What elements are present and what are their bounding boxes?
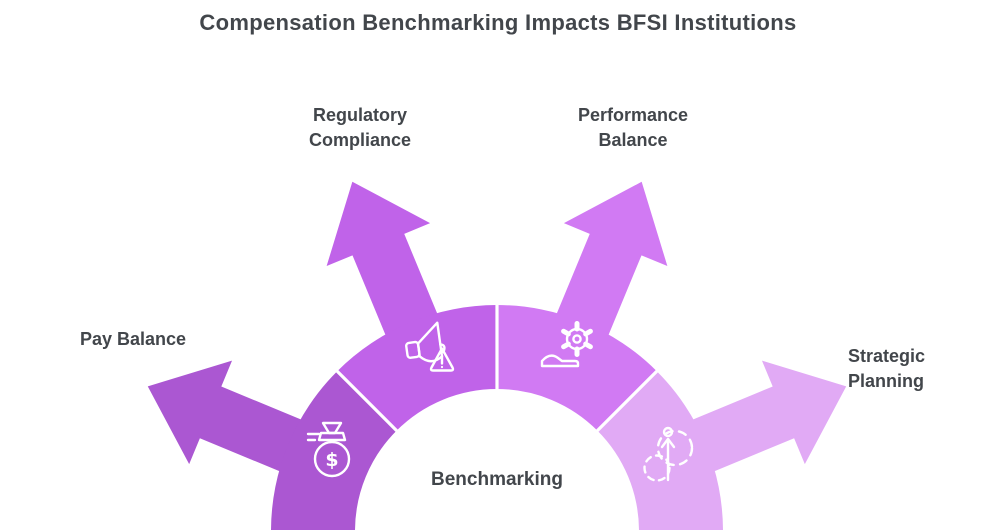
megaphone-warning-icon	[405, 321, 455, 372]
page-title: Compensation Benchmarking Impacts BFSI I…	[199, 10, 797, 35]
divider-45	[592, 366, 662, 436]
performance-balance-label: Performance Balance	[577, 105, 689, 150]
dollar-symbol: $	[325, 449, 338, 471]
regulatory-compliance-label: Regulatory Compliance	[308, 105, 412, 150]
divider-135	[332, 366, 402, 436]
arc-segments	[271, 305, 723, 530]
strategic-planning-label: Strategic Planning	[848, 346, 926, 391]
benchmarking-label: Benchmarking	[431, 469, 563, 490]
segment-dividers	[332, 298, 662, 436]
strategic-planning-segment	[597, 371, 723, 530]
pay-balance-segment	[271, 371, 397, 530]
regulatory-compliance-segment	[337, 305, 497, 431]
pay-balance-label: Pay Balance	[80, 329, 187, 349]
growth-arrow-icon	[643, 426, 694, 482]
gear-hand-icon	[540, 321, 593, 368]
money-bag-icon: $	[306, 421, 351, 478]
performance-balance-segment	[497, 305, 657, 431]
